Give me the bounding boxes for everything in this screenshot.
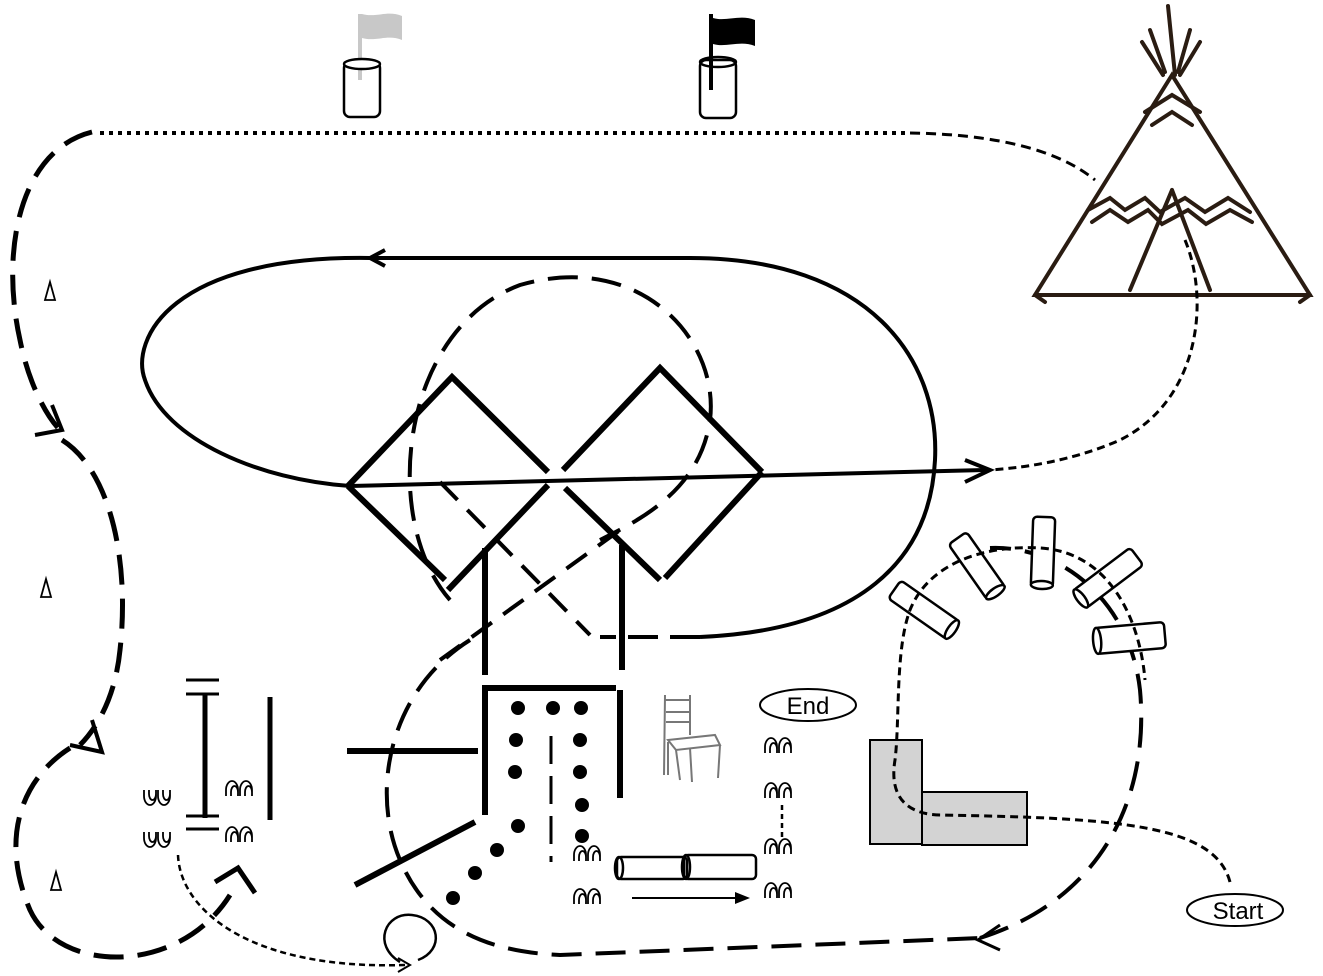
- chair-icon: [663, 694, 722, 783]
- pylon-icon: [49, 868, 63, 891]
- end-label: End: [759, 688, 857, 722]
- start-text: Start: [1213, 898, 1264, 925]
- start-path: [892, 546, 1232, 883]
- start-label: Start: [1186, 893, 1284, 927]
- dashed-circle-path: [407, 275, 713, 602]
- diamond-inner-dashes: [438, 480, 622, 662]
- marker-dots: [446, 701, 589, 905]
- log-icon: [613, 853, 758, 881]
- barrel-icon: [698, 55, 738, 120]
- pylon-icon: [43, 278, 57, 301]
- flag-icon: [709, 14, 755, 90]
- left-jumps: [186, 678, 273, 831]
- grey-boxes: [869, 739, 1028, 846]
- end-text: End: [787, 693, 830, 720]
- teepee-connector-path: [989, 239, 1199, 472]
- small-dashed-return: [176, 854, 412, 973]
- oval-path: [140, 248, 995, 639]
- outer-path: [10, 129, 1096, 960]
- pylon-icon: [39, 575, 53, 598]
- log-fan: [888, 515, 1167, 656]
- chute: [347, 545, 625, 888]
- turn-circle: [383, 913, 437, 964]
- bottom-path: [384, 545, 1144, 958]
- teepee-icon: [1031, 4, 1314, 304]
- log-arrow: [632, 892, 750, 904]
- diamond-poles: [345, 363, 765, 593]
- barrel-icon: [342, 57, 382, 119]
